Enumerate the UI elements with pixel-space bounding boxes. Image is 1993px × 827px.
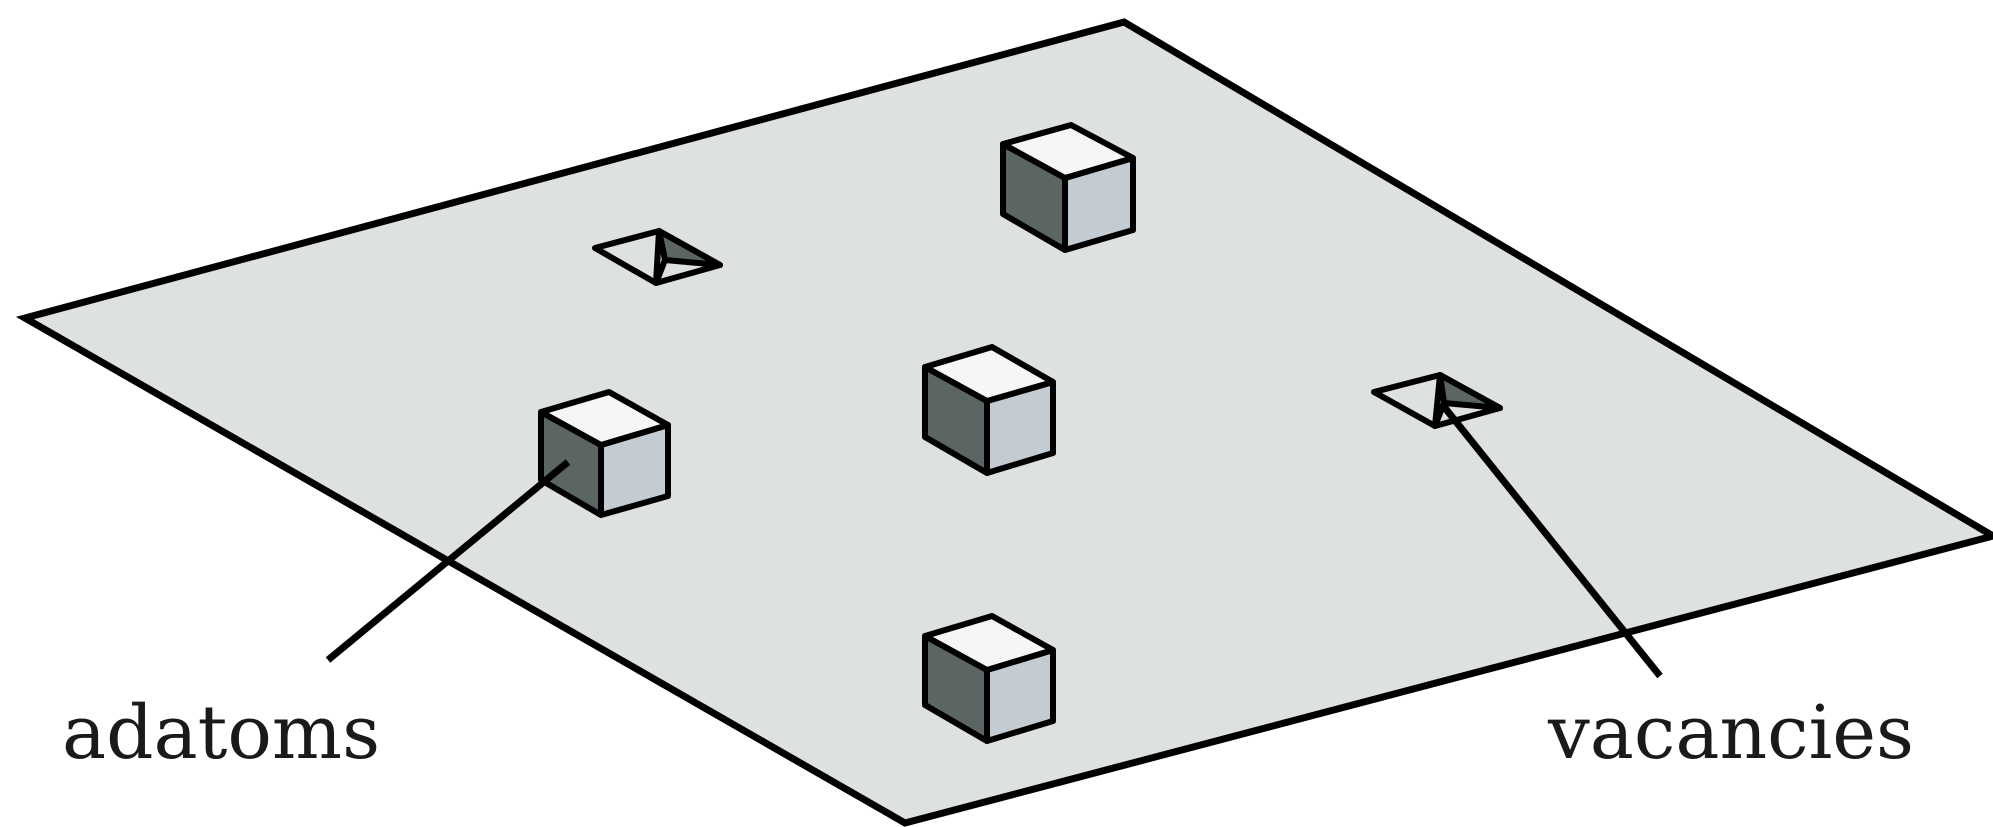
adatoms-label: adatoms bbox=[62, 690, 380, 776]
vacancies-label: vacancies bbox=[1547, 690, 1914, 776]
